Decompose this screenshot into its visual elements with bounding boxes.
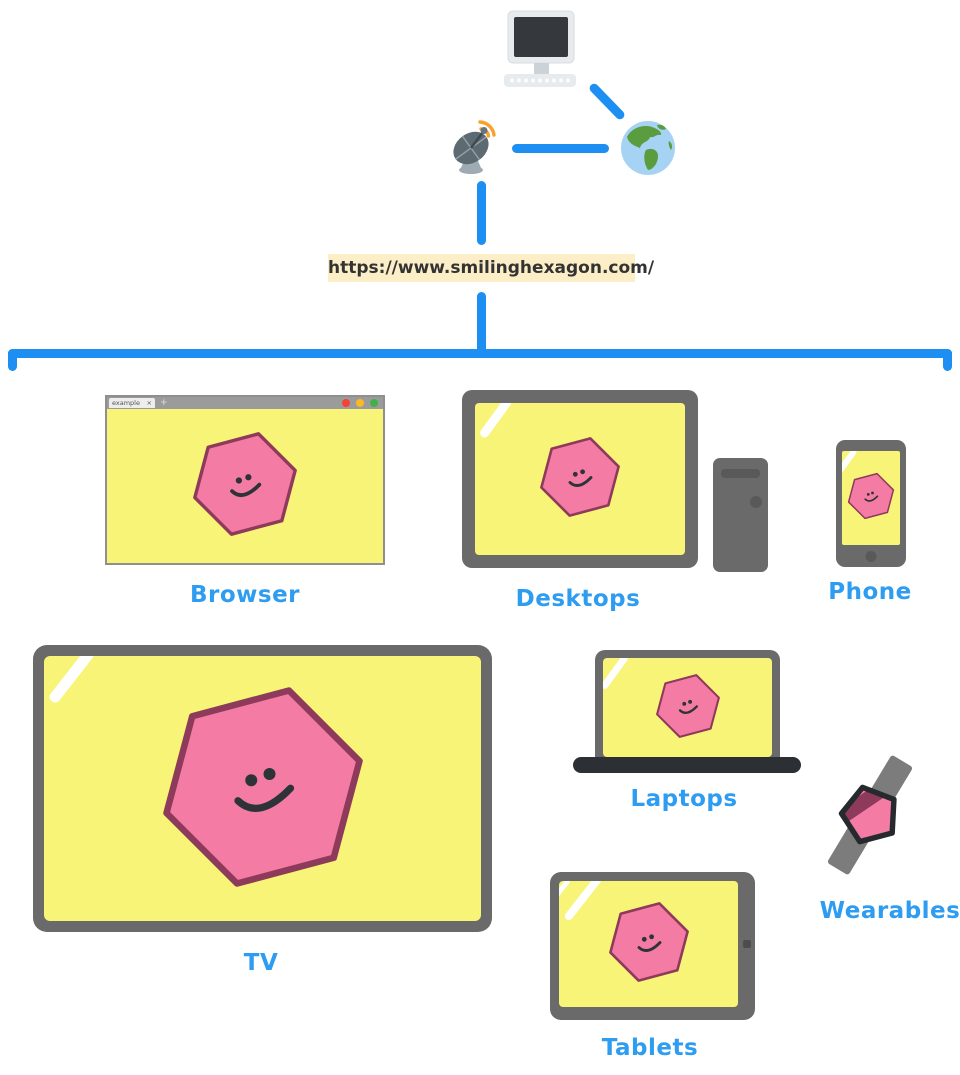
satellite-dish-icon xyxy=(453,120,496,174)
tv-device xyxy=(33,645,492,932)
screen-shine-decoration xyxy=(563,881,603,922)
close-window-icon xyxy=(342,399,350,407)
url-label: https://www.smilinghexagon.com/ xyxy=(328,254,654,282)
phone-screen xyxy=(842,451,900,545)
smiling-hexagon-icon xyxy=(842,467,900,529)
laptop-device xyxy=(595,650,780,760)
desktop-tower xyxy=(713,458,768,572)
smiling-hexagon-graphic xyxy=(608,902,689,982)
laptops-label: Laptops xyxy=(630,786,738,812)
tablet-camera-button xyxy=(743,940,751,948)
browser-viewport xyxy=(107,409,383,563)
desktops-label: Desktops xyxy=(515,586,641,612)
tower-vent xyxy=(721,469,760,478)
phone-device xyxy=(836,440,906,567)
smiling-hexagon-graphic xyxy=(162,686,363,887)
minimize-window-icon xyxy=(356,399,364,407)
tablet-screen xyxy=(559,881,738,1007)
distribution-bar-right-hook xyxy=(943,349,952,371)
screen-shine-decoration xyxy=(559,881,571,900)
laptop-screen xyxy=(603,658,772,757)
desktop-screen xyxy=(475,403,685,555)
phone-home-button xyxy=(865,551,877,562)
line-url-to-bar xyxy=(477,292,486,353)
screen-shine-decoration xyxy=(603,658,630,691)
new-tab-icon: + xyxy=(160,398,168,408)
line-computer-to-globe xyxy=(587,81,627,122)
smiling-hexagon-graphic xyxy=(847,472,895,520)
maximize-window-icon xyxy=(370,399,378,407)
smartwatch-icon xyxy=(827,755,913,875)
tv-label: TV xyxy=(243,950,279,976)
tablets-label: Tablets xyxy=(601,1035,699,1061)
smiling-hexagon-icon xyxy=(599,892,699,996)
browser-tab-title: example xyxy=(112,399,140,407)
smiling-hexagon-graphic xyxy=(540,437,620,517)
smiling-hexagon-icon xyxy=(530,427,630,531)
distribution-bar-left-hook xyxy=(8,349,17,371)
globe-icon xyxy=(621,121,675,175)
desktop-computer-icon xyxy=(504,10,576,87)
browser-window: example × + xyxy=(105,395,385,565)
tower-power-button xyxy=(750,496,762,508)
smiling-hexagon-icon xyxy=(180,419,310,553)
screen-shine-decoration xyxy=(478,403,513,440)
tab-close-icon: × xyxy=(146,399,152,407)
browser-titlebar: example × + xyxy=(107,397,383,409)
tv-screen xyxy=(44,656,481,921)
browser-tab: example × xyxy=(109,398,155,408)
screen-shine-decoration xyxy=(47,656,96,705)
line-satellite-to-globe xyxy=(512,144,609,153)
browser-label: Browser xyxy=(189,582,301,608)
smiling-hexagon-graphic xyxy=(193,432,297,536)
smiling-hexagon-icon xyxy=(138,662,388,916)
laptop-base xyxy=(573,757,801,773)
line-satellite-to-url xyxy=(477,181,486,245)
smiling-hexagon-graphic xyxy=(655,673,720,738)
wearables-label: Wearables xyxy=(819,898,960,924)
distribution-bar xyxy=(8,349,952,358)
tablet-device xyxy=(550,872,755,1020)
smiling-hexagon-icon xyxy=(648,666,728,750)
phone-label: Phone xyxy=(828,579,912,605)
desktop-monitor xyxy=(462,390,698,568)
